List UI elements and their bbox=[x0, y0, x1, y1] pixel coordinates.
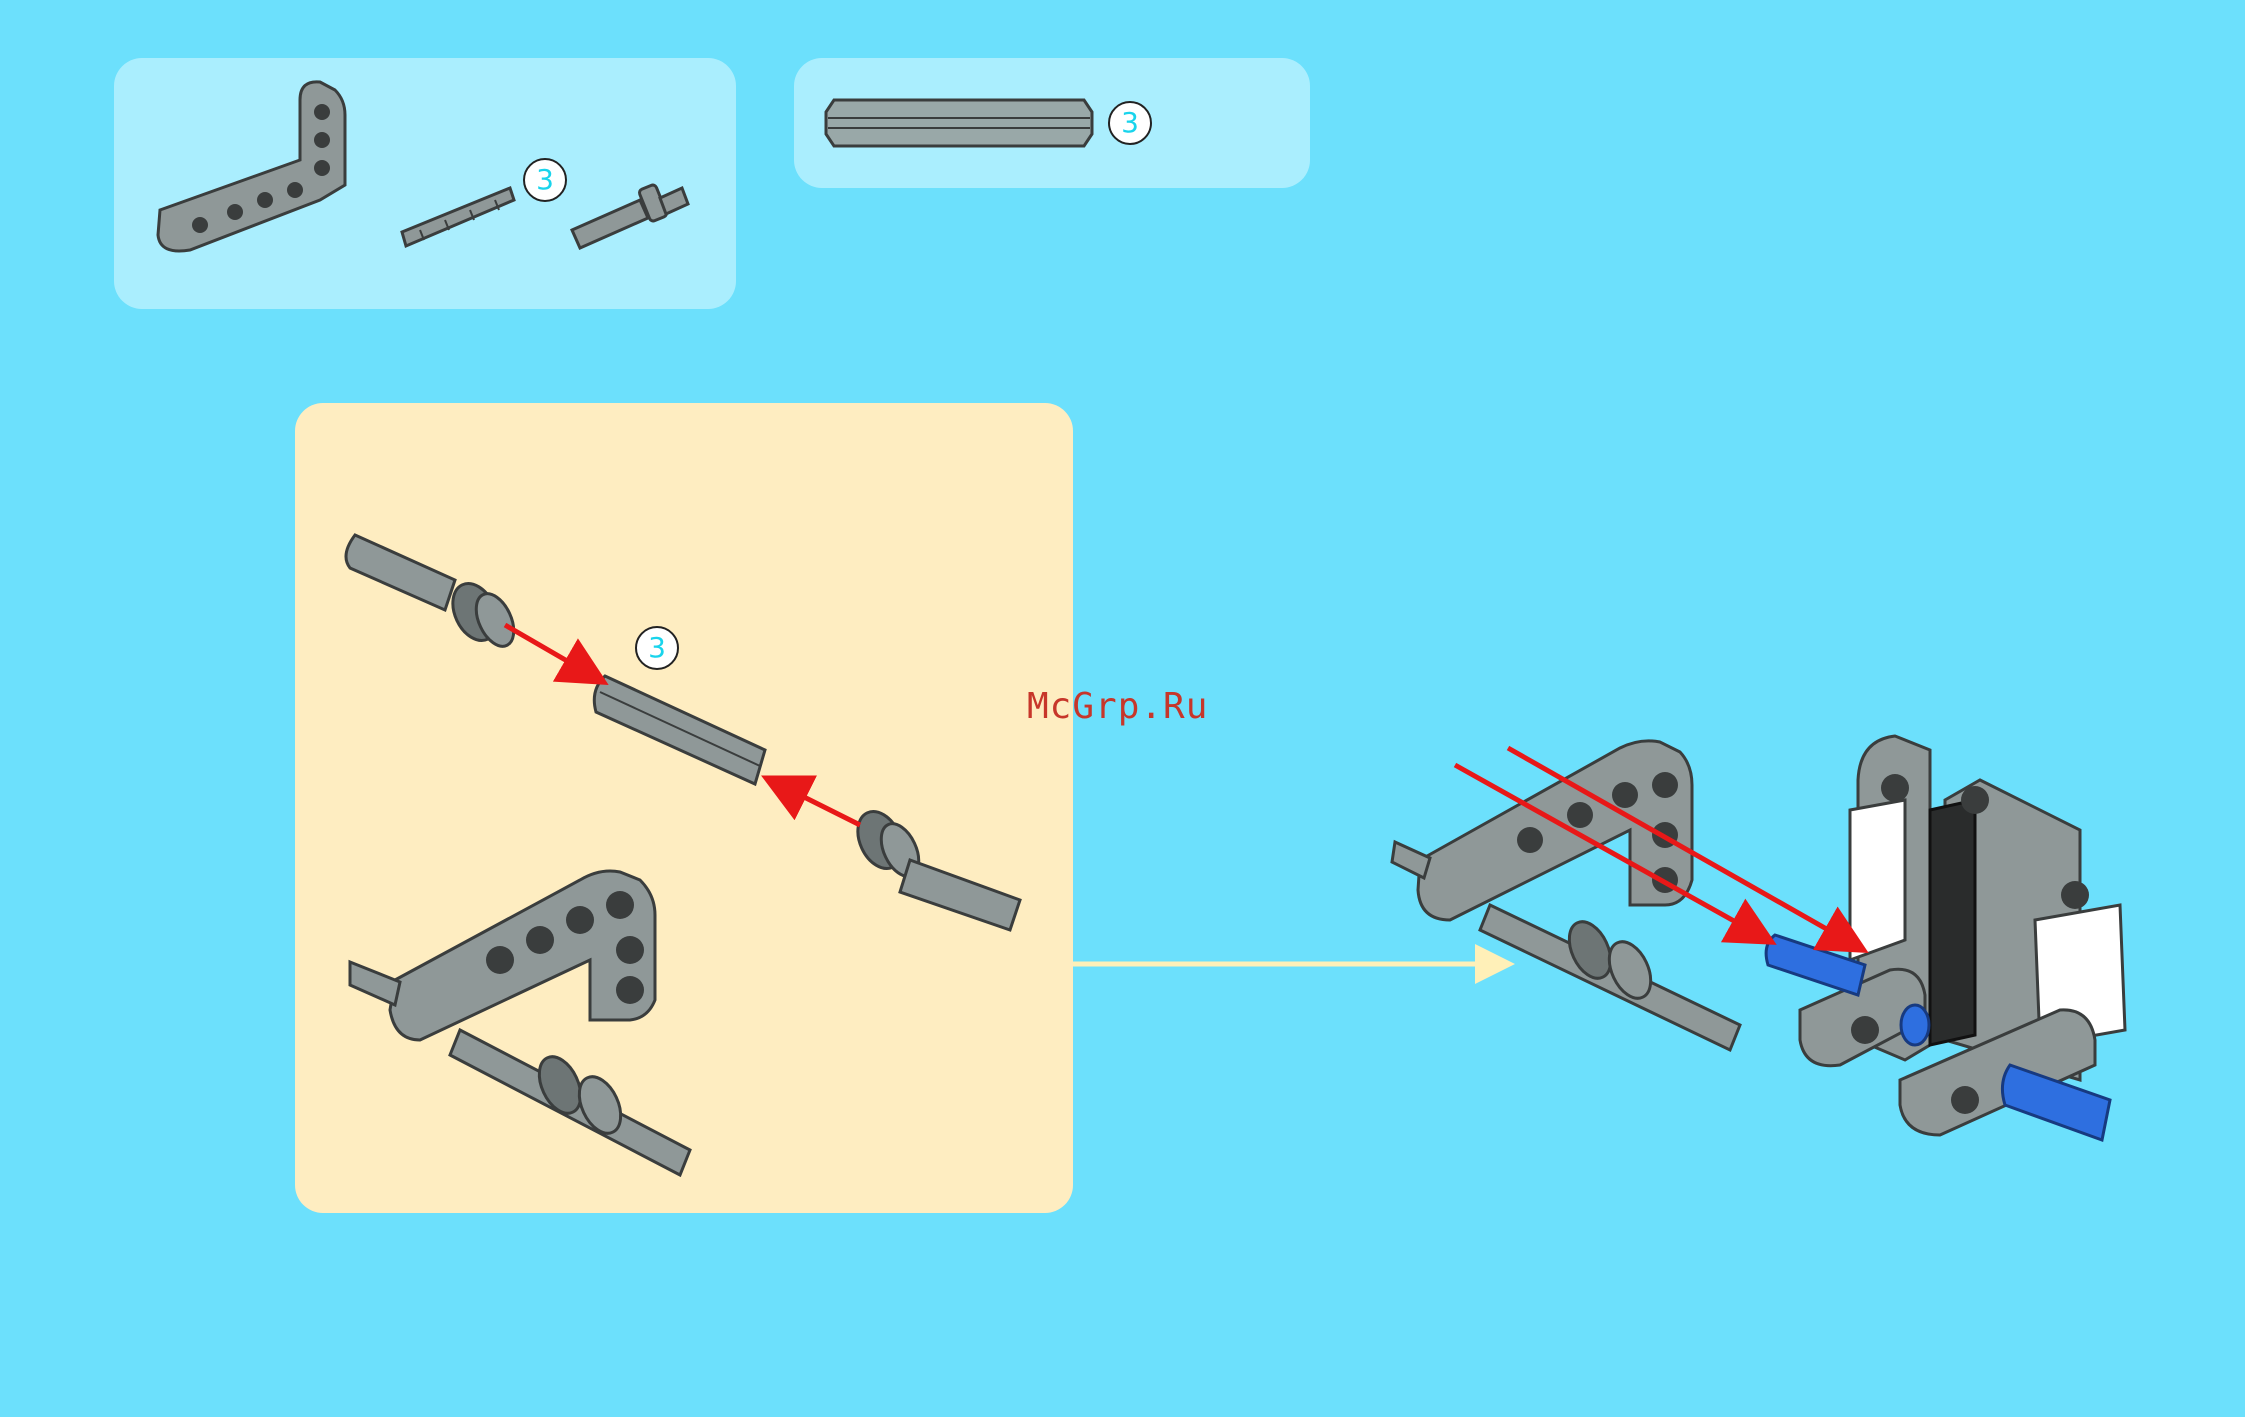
axle-pin-part-right bbox=[849, 804, 1020, 930]
axle-count-badge: 3 bbox=[523, 158, 567, 202]
sub-assembly-count-badge: 3 bbox=[635, 626, 679, 670]
long-connector-part-icon bbox=[826, 100, 1092, 146]
l-beam-part-icon bbox=[158, 82, 345, 251]
watermark: McGrp.Ru bbox=[1027, 686, 1208, 727]
long-connector-part bbox=[594, 676, 765, 784]
axle-pin-part-left bbox=[346, 535, 521, 652]
insert-arrow bbox=[505, 625, 600, 680]
insert-arrow bbox=[770, 780, 860, 825]
main-assembly-frame bbox=[1800, 736, 2125, 1135]
assembled-l-beam bbox=[350, 871, 690, 1175]
axle-part-icon bbox=[402, 188, 514, 246]
axle-pin-part-icon bbox=[572, 184, 688, 248]
connector-count-badge: 3 bbox=[1108, 101, 1152, 145]
